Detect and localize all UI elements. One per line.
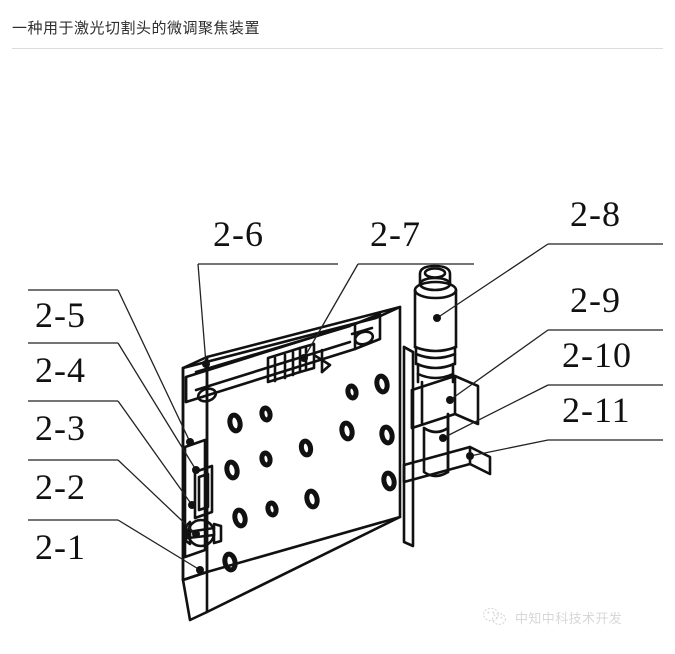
callout-2-4: 2-4 xyxy=(35,350,86,390)
callout-2-10: 2-10 xyxy=(562,335,632,375)
watermark-text: 中知中科技术开发 xyxy=(515,611,623,627)
title-divider xyxy=(12,48,663,49)
plate-holes xyxy=(222,373,397,573)
page-title: 一种用于激光切割头的微调聚焦装置 xyxy=(12,19,261,37)
callout-2-7: 2-7 xyxy=(370,214,421,254)
callout-2-11: 2-11 xyxy=(562,390,631,430)
callout-2-3: 2-3 xyxy=(35,408,86,448)
assembly-drawing-svg xyxy=(28,243,663,622)
leader-endpoints xyxy=(186,314,474,574)
callout-2-9: 2-9 xyxy=(570,280,621,320)
leader-lines xyxy=(28,243,663,571)
assembly-drawing: 2-5 2-4 2-3 2-2 2-1 2-6 2-7 2-8 2-9 2-10… xyxy=(0,52,675,654)
wechat-logo-icon xyxy=(483,607,506,625)
callout-2-6: 2-6 xyxy=(213,214,264,254)
callout-2-1: 2-1 xyxy=(35,527,86,567)
watermark: 中知中科技术开发 xyxy=(482,606,622,628)
callout-2-2: 2-2 xyxy=(35,467,86,507)
callout-2-5: 2-5 xyxy=(35,295,86,335)
callout-2-8: 2-8 xyxy=(570,194,621,234)
